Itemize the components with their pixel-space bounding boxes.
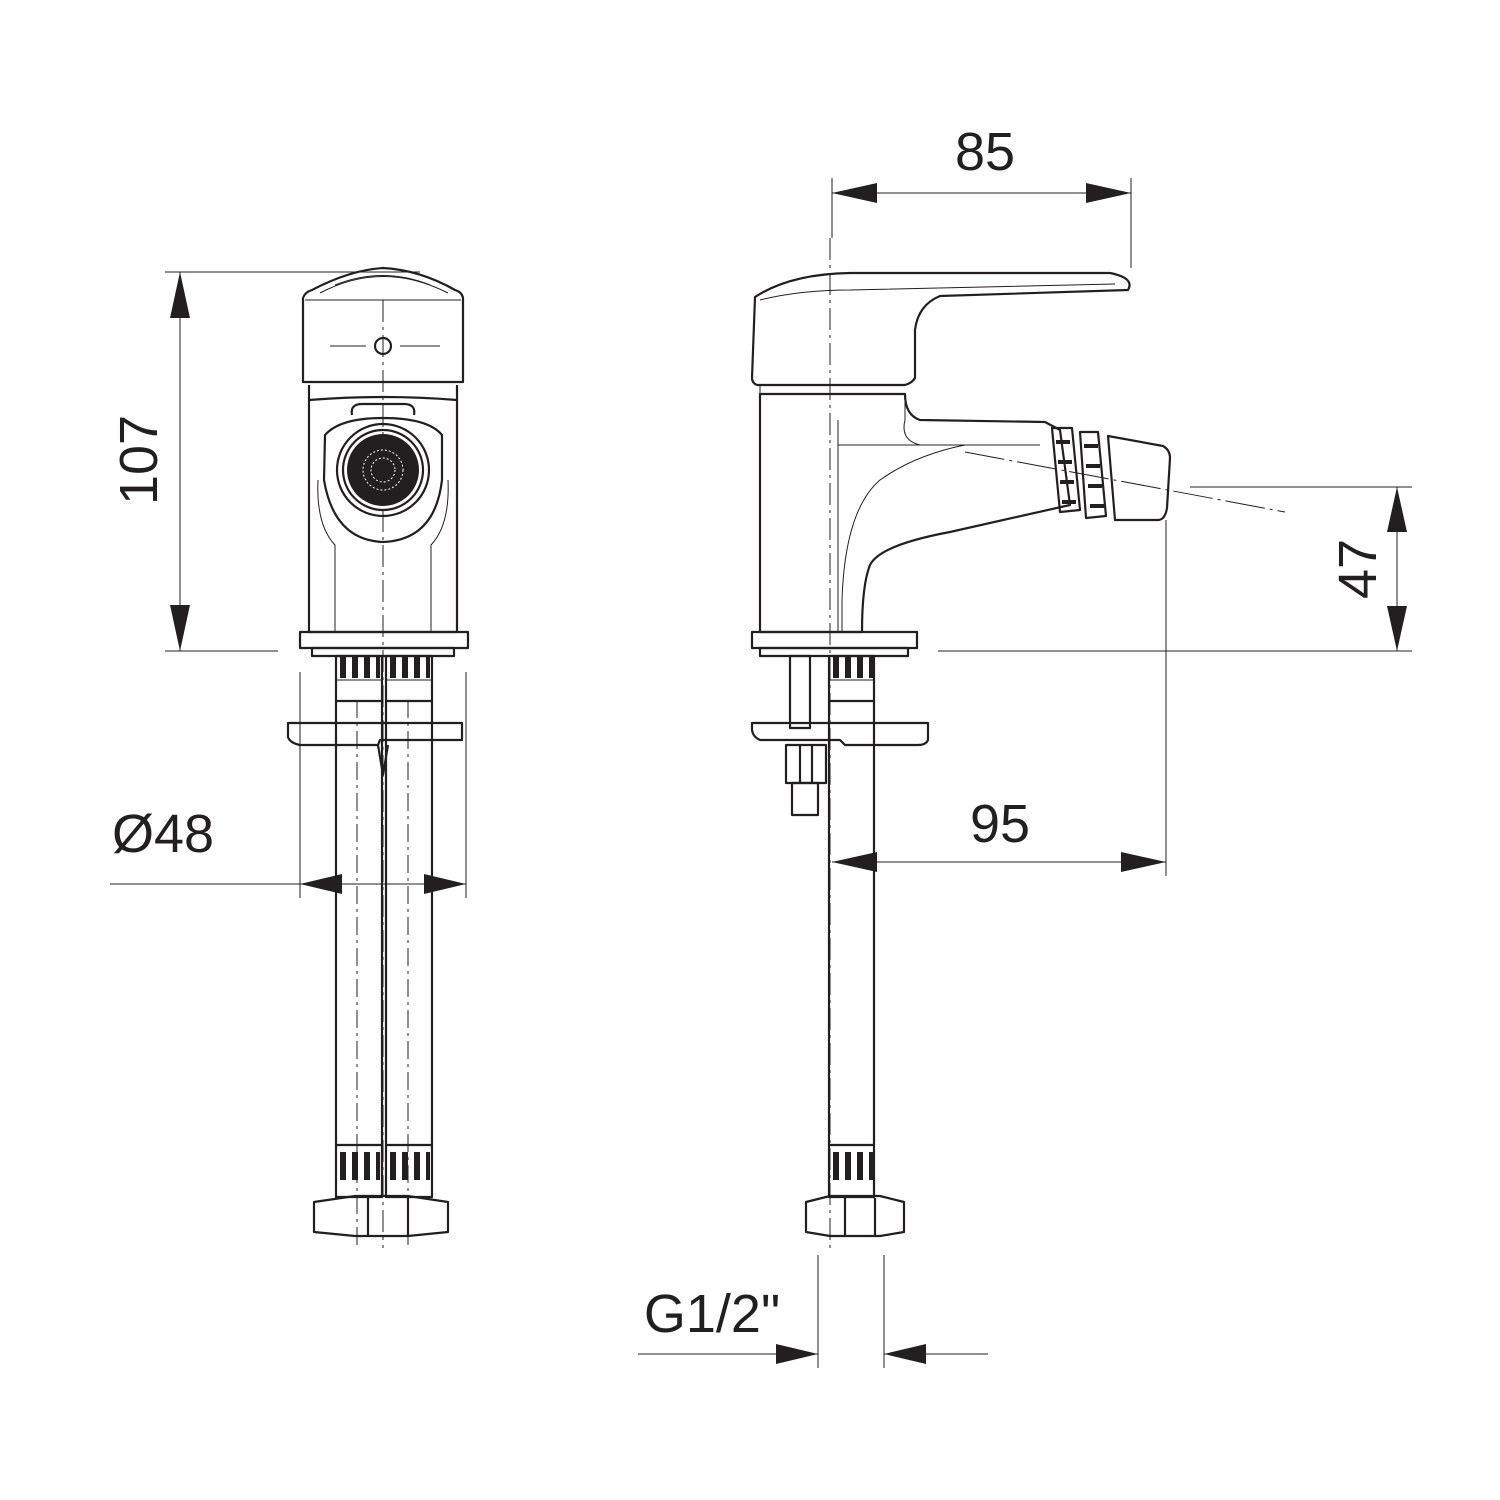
dimension-spout-height: 47 [938, 486, 1412, 652]
dimension-label-thread: G1/2" [644, 1284, 780, 1344]
dimension-label-107: 107 [109, 415, 169, 505]
dimension-overall-height: 107 [109, 271, 420, 652]
dimension-spout-reach: 95 [832, 520, 1167, 876]
dimension-label-47: 47 [1328, 539, 1388, 599]
dimension-label-85: 85 [955, 122, 1015, 182]
front-view [286, 266, 470, 1248]
dimension-base-diameter: Ø48 [110, 672, 467, 898]
side-view [750, 238, 1286, 1248]
dimension-thread: G1/2" [638, 1255, 988, 1368]
dimension-label-95: 95 [970, 794, 1030, 854]
dimension-label-diameter: Ø48 [112, 804, 214, 864]
dimension-handle-length: 85 [831, 122, 1132, 268]
